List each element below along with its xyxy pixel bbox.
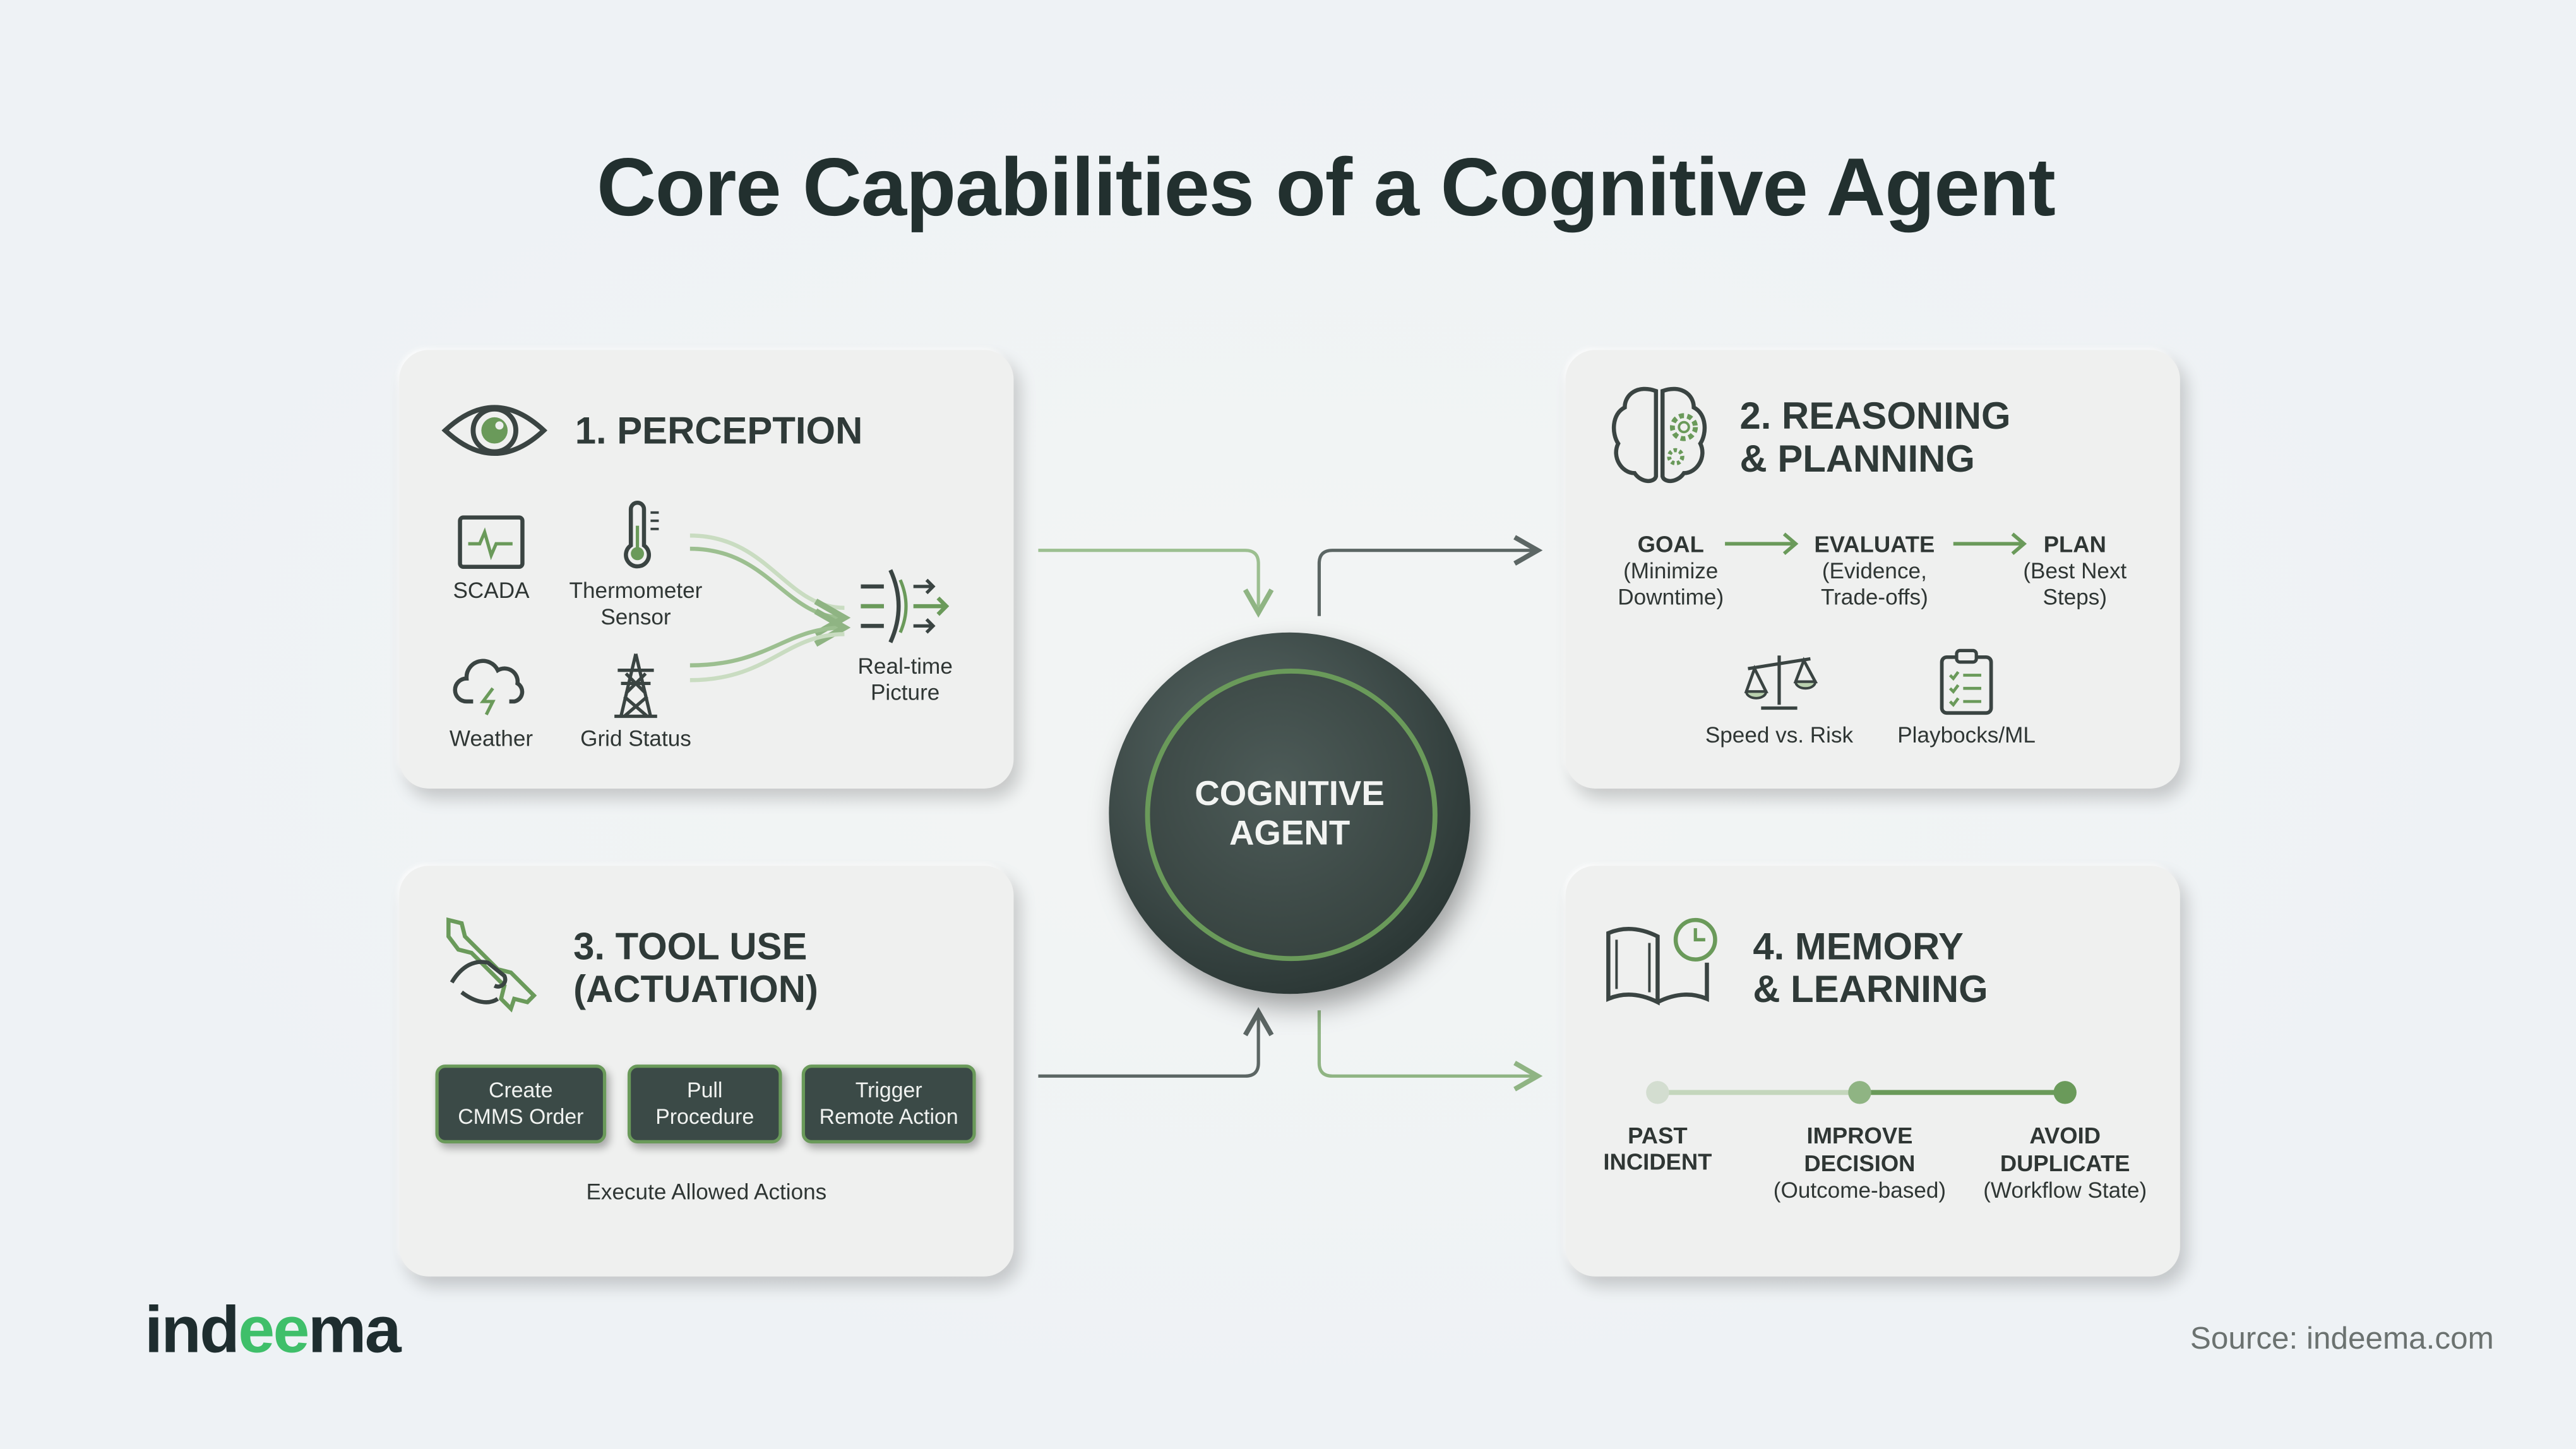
timeline-dot-improve: [1848, 1081, 1871, 1104]
storm-cloud-icon: [453, 659, 525, 716]
power-tower-icon: [614, 653, 657, 719]
perception-to-agent-connector: [1038, 549, 1274, 618]
factor-speed-risk-label: Speed vs. Risk: [1705, 722, 1854, 748]
tool-use-caption: Execute Allowed Actions: [586, 1179, 827, 1205]
data-flow-curves: [689, 533, 851, 683]
input-weather-label: Weather: [449, 726, 534, 751]
agent-to-memory-connector: [1317, 1010, 1543, 1092]
clipboard-checklist-icon: [1940, 648, 1993, 715]
source-credit: Source: indeema.com: [2190, 1322, 2494, 1357]
timeline-dot-avoid: [2053, 1081, 2077, 1104]
eye-icon: [441, 405, 547, 456]
perception-title: 1. PERCEPTION: [575, 408, 863, 452]
arrow-right-icon: [1953, 532, 2027, 556]
tool-use-title: 3. TOOL USE(ACTUATION): [573, 924, 818, 1011]
scales-icon: [1744, 655, 1818, 710]
memory-title: 4. MEMORY& LEARNING: [1753, 924, 1988, 1011]
lens-fusion-icon: [861, 569, 950, 643]
memory-card: [1565, 866, 2180, 1277]
hand-wrench-icon: [446, 917, 537, 1013]
reasoning-title: 2. REASONING& PLANNING: [1739, 394, 2011, 480]
thermometer-icon: [624, 501, 659, 569]
monitor-pulse-icon: [458, 515, 525, 569]
memory-timeline: [1646, 1081, 2077, 1104]
agent-to-reasoning-connector: [1317, 535, 1543, 616]
book-clock-icon: [1606, 917, 1717, 1006]
indeema-logo: indeema: [144, 1294, 402, 1367]
input-scada-label: SCADA: [453, 578, 530, 603]
hub-ring: [1145, 669, 1438, 962]
factor-playbooks-label: Playbocks/ML: [1897, 722, 2036, 748]
input-grid-status-label: Grid Status: [580, 726, 691, 751]
tool-to-agent-connector: [1038, 1006, 1274, 1078]
step-evaluate: EVALUATE(Evidence,Trade-offs): [1814, 530, 1935, 610]
brain-gears-icon: [1611, 386, 1707, 483]
page-title: Core Capabilities of a Cognitive Agent: [597, 141, 2056, 234]
arrow-right-icon: [1725, 532, 1799, 556]
reasoning-card: [1565, 350, 2180, 789]
timeline-dot-past: [1646, 1081, 1669, 1104]
